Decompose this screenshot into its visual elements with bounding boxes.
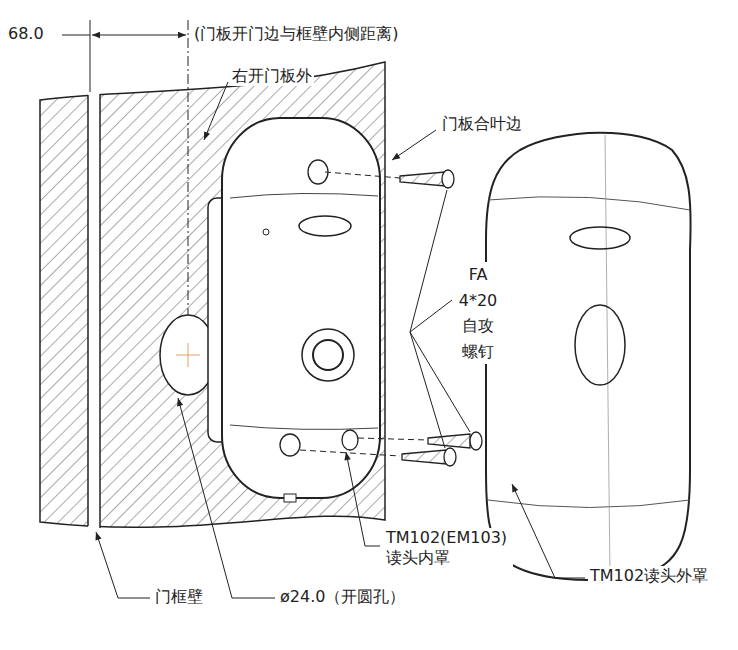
- part-label: TM102(EM103) 读头内罩: [384, 528, 513, 568]
- part-label: 右开门板外: [230, 66, 314, 86]
- hole-dimension: ø24.0（开圆孔）: [278, 587, 407, 607]
- outer-cover: [486, 133, 691, 580]
- part-label: TM102读头外罩: [588, 566, 710, 586]
- part-label: 门框壁: [153, 587, 205, 607]
- part-label: 门板合叶边: [440, 114, 524, 134]
- gap-strip: [88, 80, 100, 535]
- screw-label: FA 4*20 自攻 螺钉: [452, 262, 504, 364]
- dimension-note: (门板开门边与框壁内侧距离): [192, 24, 400, 44]
- dimension-value: 68.0: [6, 24, 46, 44]
